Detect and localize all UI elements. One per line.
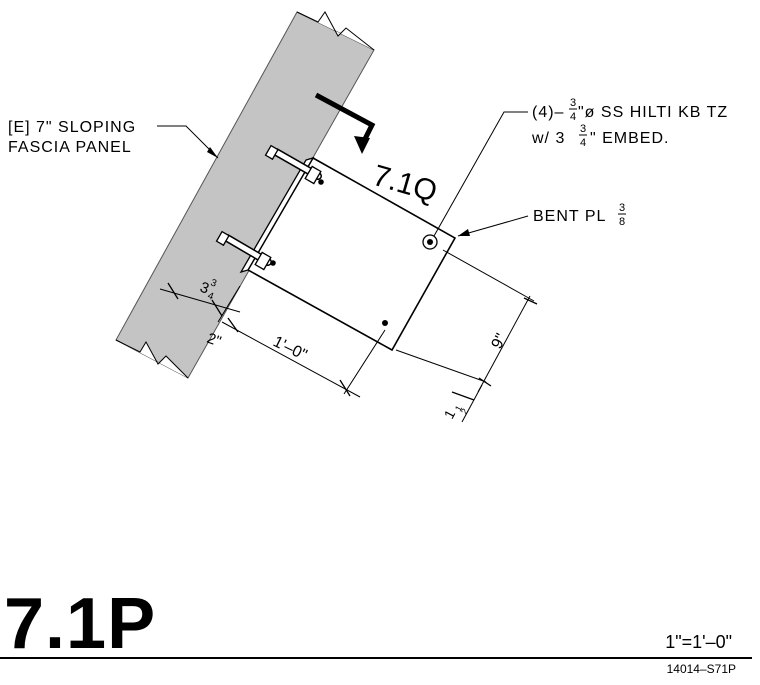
svg-text:" EMBED.: " EMBED. bbox=[590, 130, 669, 147]
anchor-bolt-upper bbox=[264, 144, 324, 185]
anchor-hole bbox=[422, 234, 438, 250]
anchor-bolt-lower bbox=[215, 230, 276, 271]
title-underline bbox=[0, 657, 752, 659]
anchor-center-dot bbox=[382, 320, 388, 326]
wall-label-line2: FASCIA PANEL bbox=[8, 139, 132, 156]
wall-label-line1: [E] 7" SLOPING bbox=[8, 119, 136, 136]
anchor-leader bbox=[433, 111, 528, 237]
svg-text:3: 3 bbox=[209, 277, 218, 289]
svg-text:(4)–: (4)– bbox=[532, 104, 564, 121]
svg-text:8: 8 bbox=[619, 216, 625, 228]
svg-text:2: 2 bbox=[459, 407, 470, 416]
svg-text:4: 4 bbox=[580, 137, 586, 149]
anchor-note: (4)– 3 4 "ø SS HILTI KB TZ w/ 3 3 4 " EM… bbox=[531, 97, 728, 149]
fascia-panel-wall bbox=[115, 11, 375, 379]
svg-text:w/ 3: w/ 3 bbox=[531, 130, 565, 147]
dim-plate-width: 9" bbox=[395, 249, 538, 393]
svg-text:1'–0": 1'–0" bbox=[270, 333, 309, 364]
svg-text:2": 2" bbox=[205, 330, 224, 351]
bent-plate bbox=[239, 156, 457, 352]
svg-text:3: 3 bbox=[570, 97, 576, 109]
svg-text:1: 1 bbox=[453, 404, 464, 413]
plate-label: BENT PL bbox=[533, 208, 606, 225]
svg-text:9": 9" bbox=[489, 331, 511, 352]
svg-text:3: 3 bbox=[619, 202, 625, 214]
plate-leader bbox=[457, 215, 529, 237]
svg-text:"ø SS HILTI KB TZ: "ø SS HILTI KB TZ bbox=[578, 104, 728, 121]
scale-label: 1"=1'–0" bbox=[665, 632, 732, 652]
sheet-reference: 14014–S71P bbox=[666, 662, 736, 676]
svg-text:4: 4 bbox=[206, 290, 215, 302]
section-cut-arrow bbox=[314, 92, 376, 154]
svg-text:4: 4 bbox=[570, 111, 576, 123]
detail-title: 7.1P bbox=[4, 584, 157, 664]
dim-wall-offset: 3 3 4 bbox=[159, 277, 241, 317]
wall-leader bbox=[157, 125, 219, 159]
svg-text:3: 3 bbox=[580, 123, 586, 135]
dim-edge-side: 1 1 2 bbox=[441, 384, 483, 423]
